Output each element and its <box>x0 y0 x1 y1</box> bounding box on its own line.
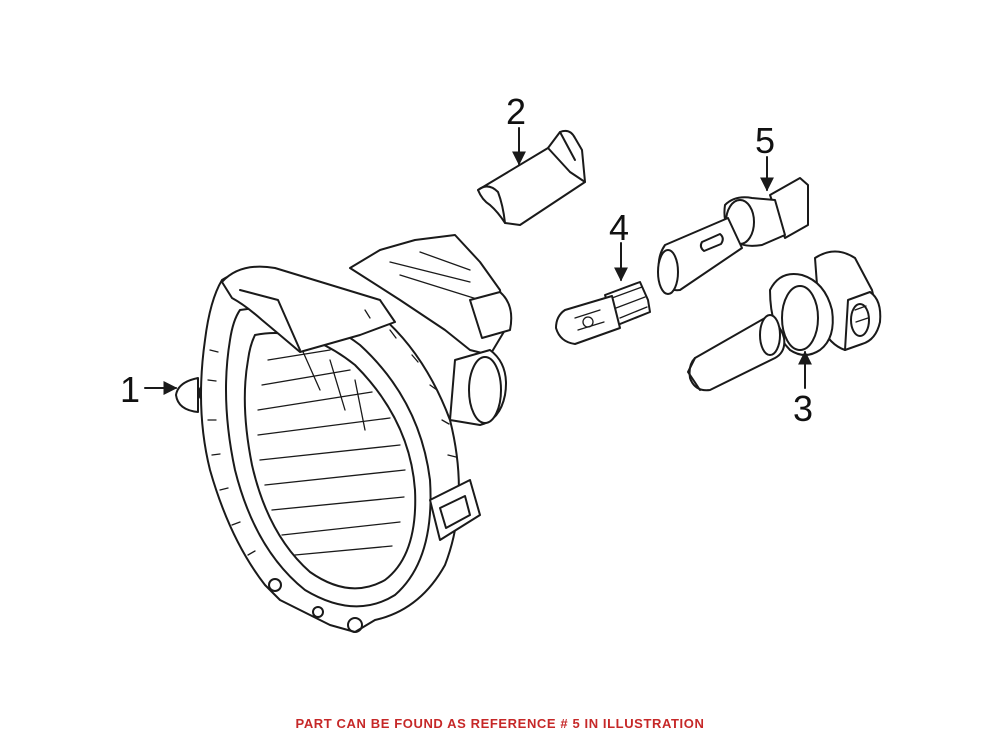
callout-3: 3 <box>793 350 813 429</box>
callout-1-number: 1 <box>120 369 140 410</box>
callout-1: 1 <box>120 369 178 410</box>
callout-2-number: 2 <box>506 91 526 132</box>
callout-2: 2 <box>506 91 526 166</box>
reference-note: PART CAN BE FOUND AS REFERENCE # 5 IN IL… <box>295 716 705 731</box>
hb-type-bulb <box>687 250 882 392</box>
h-type-bulb <box>657 177 809 295</box>
callout-3-number: 3 <box>793 388 813 429</box>
callout-4: 4 <box>609 207 629 282</box>
bulb-cover <box>477 129 586 226</box>
callout-5-number: 5 <box>755 120 775 161</box>
callout-4-number: 4 <box>609 207 629 248</box>
wedge-bulb <box>555 281 651 345</box>
fog-lamp-housing <box>175 234 513 633</box>
callout-5: 5 <box>755 120 775 192</box>
